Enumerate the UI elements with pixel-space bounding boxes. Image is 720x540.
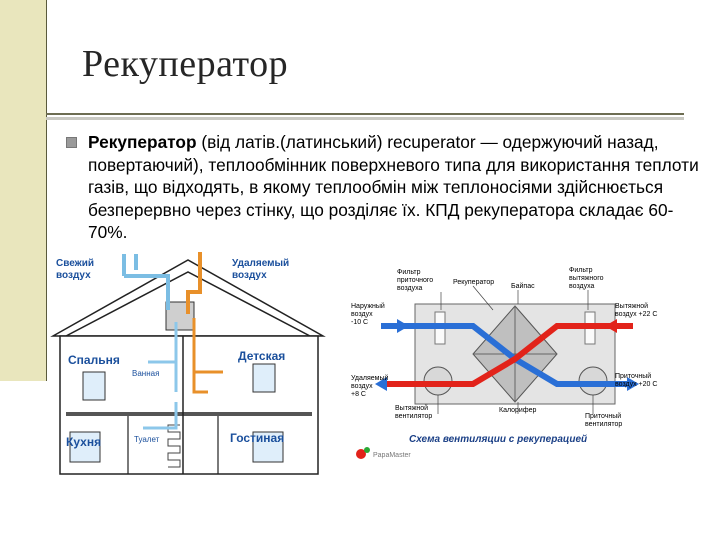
label-supply-filter-3: воздуха bbox=[397, 285, 423, 292]
label-exhaust-fan-2: вентилятор bbox=[395, 413, 432, 420]
left-decor-band bbox=[0, 0, 46, 381]
title-underline bbox=[46, 113, 684, 115]
label-extract-air-1: Вытяжной bbox=[615, 302, 648, 310]
bullet-term: Рекуператор bbox=[88, 132, 197, 152]
label-supply-air-2: воздух +20 С bbox=[615, 381, 657, 388]
label-kitchen: Кухня bbox=[66, 435, 101, 449]
label-outdoor-1: Наружный bbox=[351, 302, 385, 310]
bullet-text: (від латів.(латинський) recuperator — од… bbox=[88, 132, 699, 243]
title-underline-shadow bbox=[46, 117, 684, 120]
label-fresh-air-1: Свежий bbox=[56, 258, 94, 269]
scheme-caption: Схема вентиляции с рекуперацией bbox=[409, 434, 587, 445]
label-kids-room: Детская bbox=[238, 349, 285, 363]
label-exhaust-filter-2: вытяжного bbox=[569, 275, 604, 282]
slide-title: Рекуператор bbox=[82, 43, 289, 85]
label-removed-air-1: Удаляемый bbox=[351, 374, 388, 382]
label-exhaust-air-1: Удаляемый bbox=[232, 258, 289, 269]
label-supply-filter-1: Фильтр bbox=[397, 269, 421, 276]
label-recuperator: Рекуператор bbox=[453, 279, 494, 286]
label-supply-fan-1: Приточный bbox=[585, 412, 621, 420]
label-bypass: Байпас bbox=[511, 282, 535, 290]
square-bullet-icon bbox=[66, 137, 77, 148]
label-exhaust-fan-1: Вытяжной bbox=[395, 404, 428, 412]
house-ventilation-figure: Свежий воздух Удаляемый воздух Спальня Д… bbox=[48, 252, 328, 477]
label-removed-air-2: воздух bbox=[351, 383, 373, 390]
label-supply-filter-2: приточного bbox=[397, 277, 433, 284]
label-outdoor-2: воздух bbox=[351, 311, 373, 318]
label-bathroom: Ванная bbox=[132, 369, 159, 378]
label-exhaust-filter-3: воздуха bbox=[569, 283, 595, 290]
watermark: PapaMaster bbox=[373, 452, 411, 459]
label-supply-air-1: Приточный bbox=[615, 372, 651, 380]
bullet-paragraph: Рекуператор (від латів.(латинський) recu… bbox=[66, 131, 706, 244]
label-supply-fan-2: вентилятор bbox=[585, 421, 622, 428]
label-removed-air-3: +8 С bbox=[351, 391, 366, 398]
label-bedroom: Спальня bbox=[68, 353, 120, 367]
papamaster-logo-icon bbox=[356, 447, 370, 459]
label-exhaust-air-2: воздух bbox=[232, 270, 267, 281]
label-exhaust-filter-1: Фильтр bbox=[569, 267, 593, 274]
label-living-room: Гостиная bbox=[230, 431, 284, 445]
label-heater: Калорифер bbox=[499, 407, 536, 414]
label-extract-air-2: воздух +22 С bbox=[615, 311, 657, 318]
label-toilet: Туалет bbox=[134, 435, 160, 444]
recuperation-scheme-figure: Фильтр приточного воздуха Рекуператор Ба… bbox=[343, 264, 679, 462]
left-decor-rule bbox=[46, 0, 47, 381]
label-outdoor-3: -10 С bbox=[351, 319, 368, 326]
label-fresh-air-2: воздух bbox=[56, 270, 91, 281]
